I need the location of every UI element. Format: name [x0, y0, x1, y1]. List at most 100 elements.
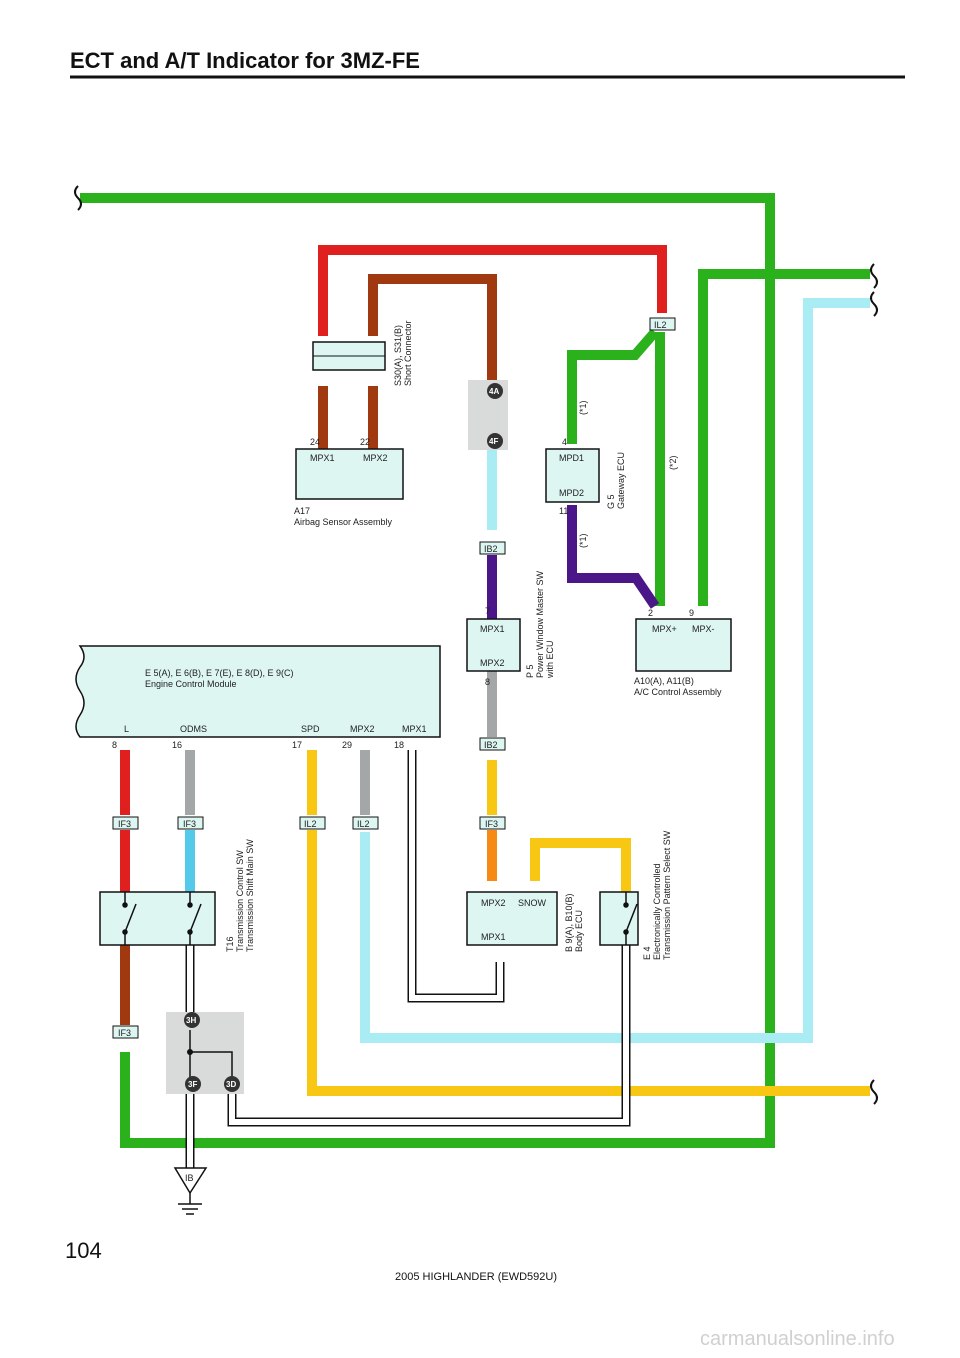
body-ecu-name: Body ECU [574, 910, 584, 952]
pw-pin-no-7: 7 [485, 606, 490, 616]
ecm-pin-no-8: 8 [112, 740, 117, 750]
ecm-pin-l: L [124, 724, 129, 734]
svg-text:IL2: IL2 [357, 819, 370, 829]
connector-il2-3: IL2 [299, 816, 326, 830]
airbag-pin-mpx1: MPX1 [310, 453, 335, 463]
ground-symbol [178, 1193, 202, 1215]
airbag-name: Airbag Sensor Assembly [294, 517, 393, 527]
ecm-box [75, 645, 441, 738]
note-1-gateway: (*1) [578, 400, 588, 415]
connector-ib2-upper: IB2 [479, 541, 506, 555]
svg-text:IF3: IF3 [485, 819, 498, 829]
ac-name: A/C Control Assembly [634, 687, 722, 697]
junction-4f: 4F [487, 433, 503, 449]
wire-g-right [698, 269, 870, 606]
svg-text:3F: 3F [188, 1080, 197, 1089]
airbag-id: A17 [294, 506, 310, 516]
body-pin-mpx2: MPX2 [481, 898, 506, 908]
pw-pin-mpx2: MPX2 [480, 658, 505, 668]
connector-if3-bottom: IF3 [112, 1025, 139, 1039]
connector-if3-1: IF3 [112, 816, 139, 830]
svg-text:4A: 4A [489, 387, 499, 396]
pw-id: P 5 [525, 665, 535, 678]
svg-text:IF3: IF3 [183, 819, 196, 829]
ecm-pin-no-18: 18 [394, 740, 404, 750]
ac-pin-mpx-plus: MPX+ [652, 624, 677, 634]
body-ecu-box [466, 891, 558, 946]
page-number: 104 [65, 1238, 102, 1263]
svg-text:IF3: IF3 [118, 1028, 131, 1038]
footer-text: 2005 HIGHLANDER (EWD592U) [395, 1271, 557, 1283]
ecm-pin-odms: ODMS [180, 724, 207, 734]
pattern-select-sw-box [599, 891, 639, 946]
svg-text:IB2: IB2 [484, 544, 498, 554]
body-pin-mpx1: MPX1 [481, 932, 506, 942]
gateway-pin-mpd2: MPD2 [559, 488, 584, 498]
ecm-pin-mpx2: MPX2 [350, 724, 375, 734]
ecm-pin-no-17: 17 [292, 740, 302, 750]
connector-if3-5: IF3 [479, 816, 506, 830]
pw-pin-mpx1: MPX1 [480, 624, 505, 634]
gateway-pin-mpd1: MPD1 [559, 453, 584, 463]
watermark: carmanualsonline.info [700, 1328, 895, 1350]
connector-if3-2: IF3 [177, 816, 204, 830]
wire-br-top [368, 274, 497, 382]
airbag-pin-no-22: 22 [360, 437, 370, 447]
wire-g-gateway [567, 328, 659, 444]
e4-name: Electronically Controlled [652, 863, 662, 960]
ac-id: A10(A), A11(B) [634, 676, 694, 686]
svg-text:3H: 3H [186, 1016, 196, 1025]
connector-il2-4: IL2 [352, 816, 379, 830]
pw-pin-no-8: 8 [485, 677, 490, 687]
ecm-pin-no-16: 16 [172, 740, 182, 750]
ground-ib-label: IB [185, 1173, 194, 1183]
svg-text:IF3: IF3 [118, 819, 131, 829]
svg-text:3D: 3D [226, 1080, 236, 1089]
ground-ib-triangle [173, 1167, 208, 1195]
power-window-box [466, 618, 521, 672]
break-mark-right-sb [870, 291, 878, 317]
wire-g-main [80, 193, 775, 1148]
ecm-pin-no-29: 29 [342, 740, 352, 750]
trans-control-sw-box [99, 891, 216, 946]
wire-wb-ect-fill [229, 945, 629, 1125]
ecm-pin-spd: SPD [301, 724, 320, 734]
svg-text:IL2: IL2 [304, 819, 317, 829]
note-1-v: (*1) [578, 533, 588, 548]
gateway-name: Gateway ECU [616, 452, 626, 509]
note-2: (*2) [668, 455, 678, 470]
airbag-pin-mpx2: MPX2 [363, 453, 388, 463]
gateway-id: G 5 [606, 494, 616, 509]
wire-w-mpx1-fill [409, 750, 503, 1001]
page-title: ECT and A/T Indicator for 3MZ-FE [70, 48, 420, 73]
gateway-pin-no-11: 11 [559, 506, 568, 516]
junction-3h: 3H [184, 1012, 200, 1028]
airbag-sensor-box [295, 448, 404, 500]
wire-y-ect [530, 838, 631, 892]
svg-text:4F: 4F [489, 437, 498, 446]
t16-id: T16 [225, 936, 235, 952]
body-ecu-id: B 9(A), B10(B) [564, 893, 574, 952]
wire-w-mpx1 [407, 750, 505, 1003]
t16-name: Transmission Control SW [235, 850, 245, 952]
switch-symbol-right [187, 892, 202, 945]
connector-il2-top: IL2 [649, 317, 676, 331]
ac-pin-mpx-minus: MPX- [692, 624, 715, 634]
wire-y-bottom [307, 830, 870, 1096]
break-mark-left-g [74, 185, 82, 211]
ecm-pin-mpx1: MPX1 [402, 724, 427, 734]
svg-text:IB2: IB2 [484, 740, 498, 750]
ac-pin-no-9: 9 [689, 608, 694, 618]
break-mark-right-g [870, 263, 878, 289]
e4-name2: Transmission Pattern Select SW [662, 830, 672, 960]
gateway-ecu-box [545, 448, 600, 503]
short-connector-label-2: Short Connector [403, 320, 413, 386]
junction-3d: 3D [224, 1076, 240, 1092]
gateway-pin-no-4: 4 [562, 437, 567, 447]
connector-ib2-lower: IB2 [479, 737, 506, 751]
junction-3f: 3F [185, 1076, 201, 1092]
switch-symbol-left [122, 892, 137, 945]
ecm-name: Engine Control Module [145, 679, 237, 689]
short-connector-label-1: S30(A), S31(B) [393, 325, 403, 386]
